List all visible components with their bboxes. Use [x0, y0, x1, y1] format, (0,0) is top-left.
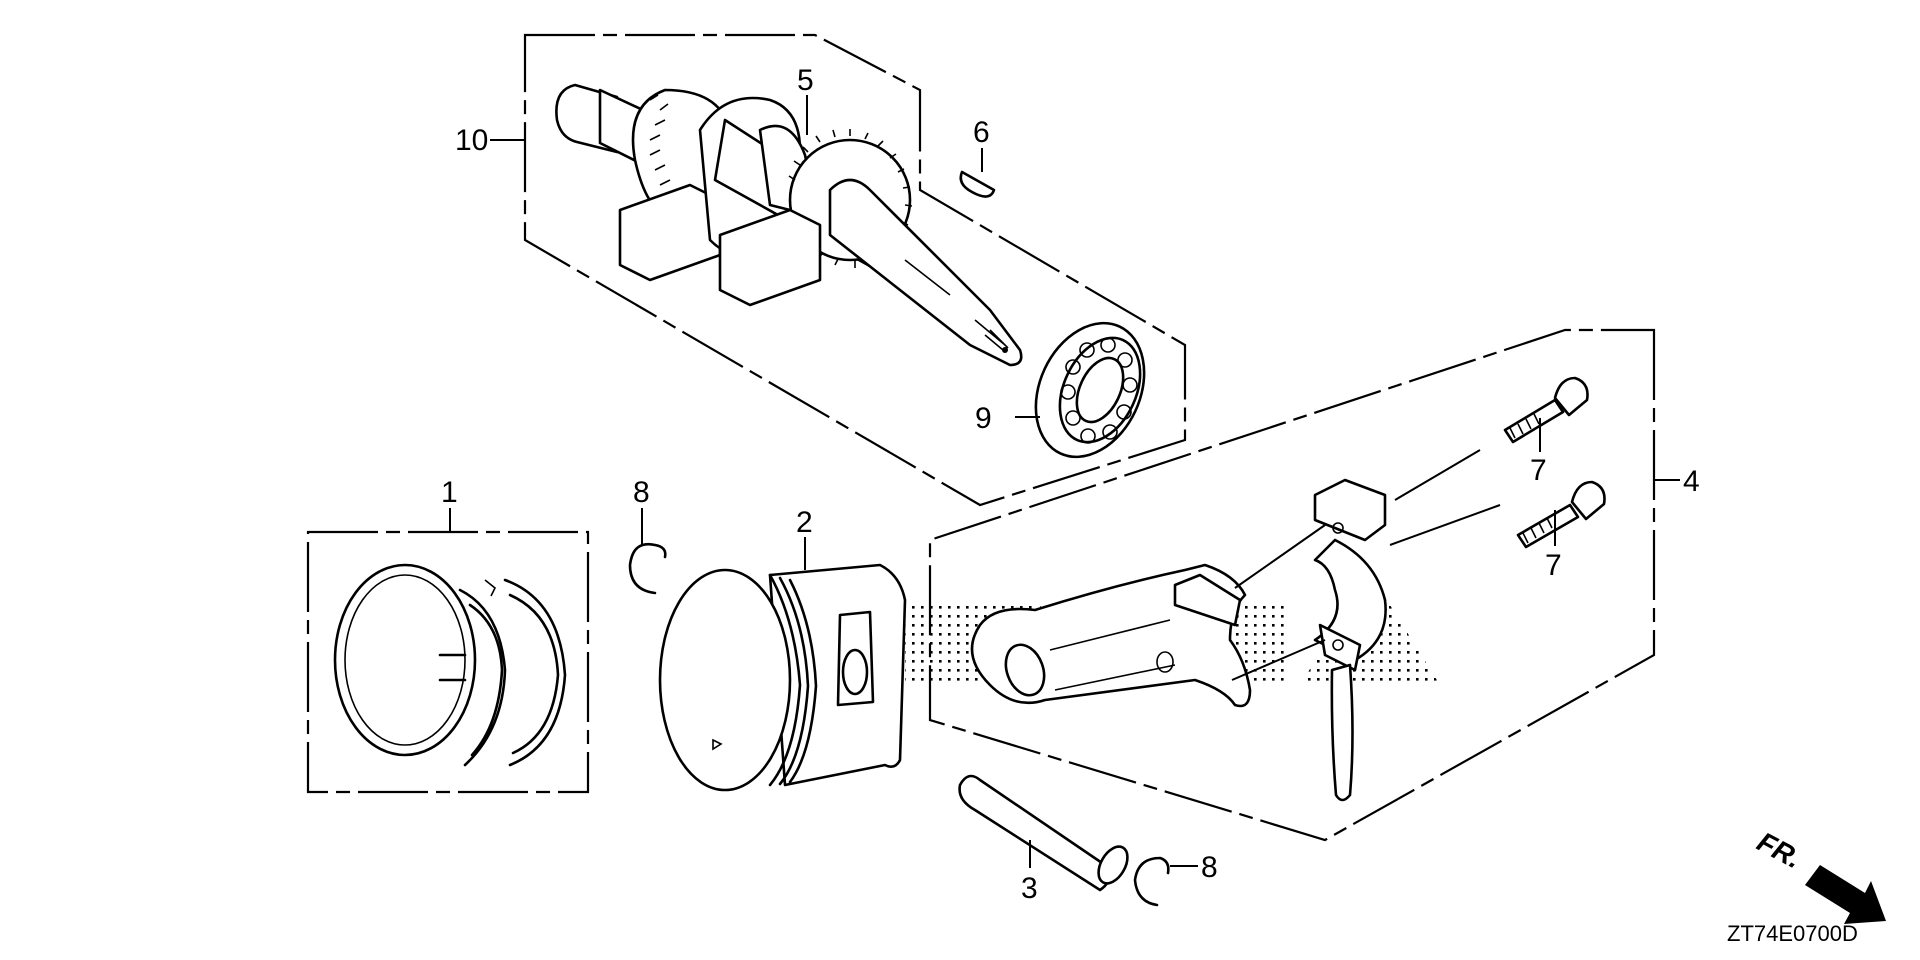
callout-3: 3 — [1021, 872, 1038, 905]
radial-ball-bearing[interactable] — [1015, 305, 1165, 474]
cap-leader-upper — [1234, 524, 1326, 589]
cap-leader-lower — [1231, 639, 1326, 681]
callout-10: 10 — [455, 124, 488, 157]
crankshaft-assembly-boundary — [523, 33, 1187, 507]
front-arrow-icon — [1805, 865, 1886, 924]
connecting-rod-assembly-boundary — [928, 328, 1656, 842]
front-direction-indicator: FR. — [1752, 826, 1886, 924]
piston-pin[interactable] — [958, 774, 1134, 892]
callout-8-upper: 8 — [633, 476, 650, 509]
crankshaft[interactable] — [555, 83, 1023, 367]
piston-pin-clip-lower[interactable] — [1133, 856, 1170, 907]
callout-5: 5 — [797, 64, 814, 97]
connecting-rod-bolt-lower[interactable] — [1516, 480, 1606, 549]
bolt-leader-upper — [1394, 449, 1481, 501]
connecting-rod-bolt-upper[interactable] — [1503, 376, 1589, 444]
callout-9: 9 — [975, 402, 992, 435]
callout-7-lower: 7 — [1545, 549, 1562, 582]
front-label: FR. — [1752, 826, 1806, 875]
callout-8-lower: 8 — [1201, 851, 1218, 884]
connecting-rod[interactable] — [970, 563, 1252, 708]
callout-4: 4 — [1683, 465, 1700, 498]
callout-2: 2 — [796, 506, 813, 539]
piston[interactable] — [658, 563, 907, 792]
bolt-leader-lower — [1389, 504, 1501, 546]
piston-ring-set-boundary — [306, 530, 590, 794]
connecting-rod-cap[interactable] — [1313, 478, 1387, 802]
diagram-code: ZT74E0700D — [1727, 921, 1858, 946]
callout-6: 6 — [973, 116, 990, 149]
callout-1: 1 — [441, 476, 458, 509]
piston-rings[interactable] — [333, 563, 567, 767]
woodruff-key[interactable] — [959, 170, 996, 198]
callout-7-upper: 7 — [1530, 454, 1547, 487]
piston-pin-clip-upper[interactable] — [628, 542, 667, 595]
